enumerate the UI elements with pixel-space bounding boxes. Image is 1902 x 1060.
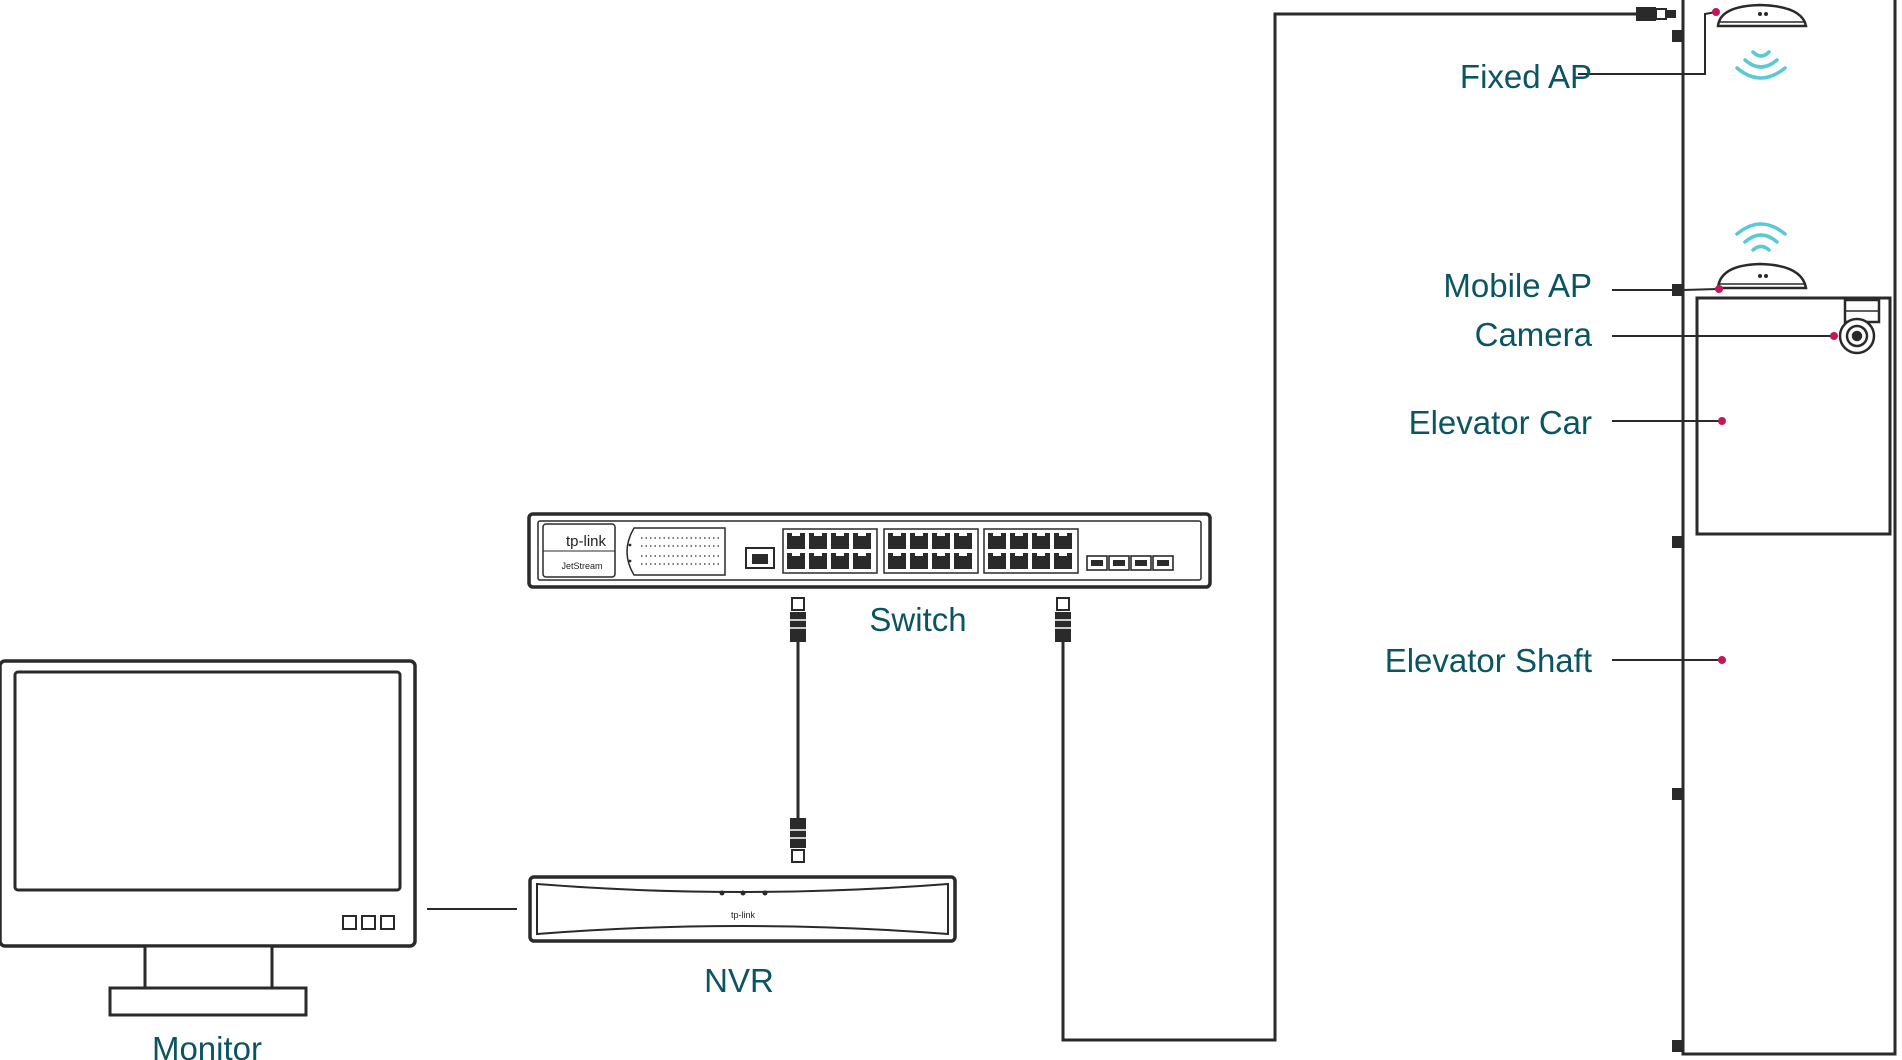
switch-ports [782,528,1079,574]
switch-port-17 [988,533,1006,549]
camera-label: Camera [1475,316,1593,353]
elevator-shaft-label: Elevator Shaft [1385,642,1592,679]
switch-port-3 [831,533,849,549]
switch-port-21 [988,553,1006,569]
mobile-ap-label: Mobile AP [1443,267,1592,304]
ethernet-connector-icon [790,597,806,642]
ethernet-connector-icon [1636,7,1676,21]
switch-port-22 [1010,553,1028,569]
shaft-anchor-5 [1672,1040,1683,1052]
mobile-ap-device [1716,262,1808,290]
camera-marker [1830,332,1838,340]
mobile-ap-wifi-icon [1735,222,1787,252]
elevator-car-marker [1718,417,1726,425]
switch-port-23 [1032,553,1050,569]
mobile-ap-callout: Mobile AP [1443,267,1723,304]
switch-port-7 [831,553,849,569]
monitor-label: Monitor [152,1030,262,1060]
switch-to-ap-cable [1061,12,1636,1042]
switch-series: JetStream [561,561,602,571]
switch-icon: tp-link JetStream [527,512,1212,589]
switch-port-14 [910,553,928,569]
fixed-ap-callout: Fixed AP [1460,8,1720,95]
elevator-shaft-marker [1718,656,1726,664]
shaft-anchor-1 [1672,30,1683,42]
switch-port-20 [1054,533,1072,549]
camera-callout: Camera [1475,316,1838,353]
ethernet-connector-icon [1055,597,1071,642]
mobile-ap-anchor [1672,284,1683,296]
switch-port-1 [787,533,805,549]
camera-icon [1838,298,1881,355]
fixed-ap-wifi-icon [1735,50,1787,80]
monitor-icon [0,659,417,1017]
fixed-ap-device [1716,3,1808,28]
nvr-icon: tp-link [528,875,957,943]
switch-port-15 [932,553,950,569]
switch-port-8 [853,553,871,569]
elevator-car-label: Elevator Car [1409,404,1592,441]
switch-port-13 [888,553,906,569]
switch-port-9 [888,533,906,549]
shaft-anchor-3 [1672,536,1683,548]
switch-port-4 [853,533,871,549]
switch-port-19 [1032,533,1050,549]
switch-port-24 [1054,553,1072,569]
nvr-label: NVR [704,962,774,999]
ethernet-connector-icon [790,818,806,863]
mobile-ap-marker [1715,285,1723,293]
switch-port-11 [932,533,950,549]
switch-port-2 [809,533,827,549]
switch-port-18 [1010,533,1028,549]
switch-port-5 [787,553,805,569]
switch-brand: tp-link [566,533,607,550]
switch-port-16 [954,553,972,569]
nvr-brand: tp-link [731,910,756,920]
elevator-car-callout: Elevator Car [1409,404,1726,441]
switch-port-12 [954,533,972,549]
switch-label: Switch [869,601,966,638]
switch-port-6 [809,553,827,569]
elevator-shaft-callout: Elevator Shaft [1385,642,1726,679]
fixed-ap-marker [1712,8,1720,16]
fixed-ap-label: Fixed AP [1460,58,1592,95]
shaft-anchor-4 [1672,788,1683,800]
switch-port-10 [910,533,928,549]
